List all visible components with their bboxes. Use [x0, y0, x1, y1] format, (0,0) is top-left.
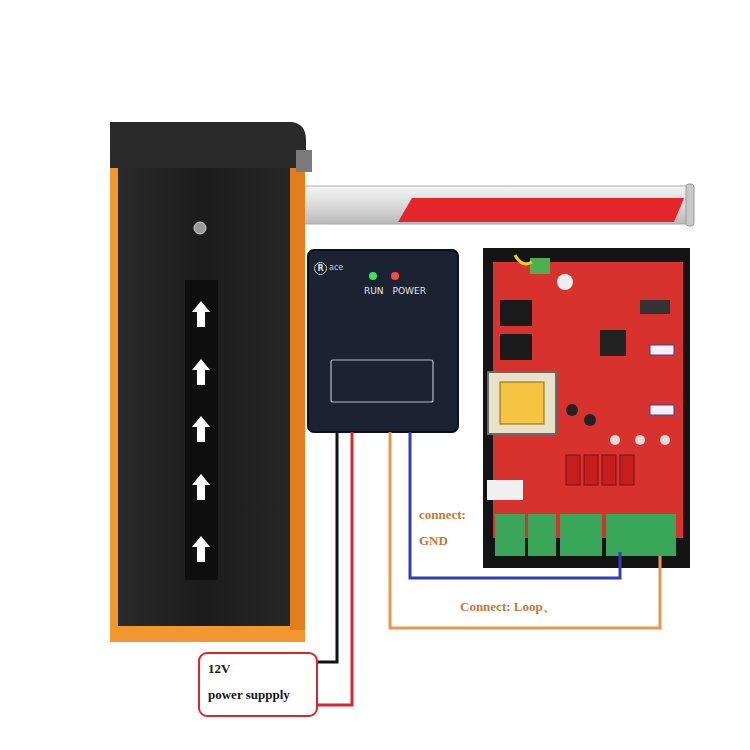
component — [650, 405, 674, 415]
boom-mount — [296, 150, 312, 172]
capacitor — [584, 414, 596, 426]
wire — [515, 255, 532, 264]
wire-label: Connect: Loop、 — [460, 594, 556, 620]
terminal-block — [495, 514, 525, 556]
terminal-block — [606, 514, 676, 556]
led-label: RUN — [364, 286, 384, 296]
loop-wire — [390, 432, 660, 628]
relay — [566, 455, 580, 485]
relay — [584, 455, 598, 485]
logo-mark: R — [314, 262, 327, 275]
button — [635, 435, 645, 445]
boom-stripe — [398, 198, 684, 222]
power-wire — [318, 432, 337, 662]
relay — [620, 455, 634, 485]
connector — [530, 258, 550, 274]
board-housing — [483, 248, 690, 568]
cabinet-side — [290, 160, 305, 630]
arrow-symbol — [192, 416, 210, 442]
arrow-symbol — [192, 536, 210, 562]
power-wire — [318, 432, 352, 705]
buzzer — [557, 274, 573, 290]
transformer — [488, 372, 556, 434]
relay — [602, 455, 616, 485]
card-reader: RUN POWER — [308, 250, 458, 432]
gnd-wire — [410, 432, 620, 578]
led-label: POWER — [393, 286, 426, 296]
reader-window — [331, 360, 433, 402]
run-led — [369, 272, 377, 280]
cabinet-body — [110, 138, 305, 642]
wire-label: connect: GND — [419, 502, 481, 554]
button — [610, 435, 620, 445]
relay — [500, 334, 532, 360]
boom-cap — [686, 184, 694, 226]
transformer-core — [500, 382, 544, 424]
power-led — [391, 272, 399, 280]
power-supply-box: 12Vpower suppply — [198, 652, 318, 717]
cabinet-top — [110, 122, 306, 168]
supply-label: power suppply — [208, 682, 306, 708]
logo-text: ace — [329, 262, 343, 273]
capacitor — [566, 404, 578, 416]
button — [660, 435, 670, 445]
door-lock — [194, 222, 206, 234]
supply-label: 12V — [208, 656, 306, 682]
arrow-symbol — [192, 359, 210, 385]
arrow-symbol — [192, 301, 210, 327]
chip — [600, 330, 626, 356]
terminal-block — [560, 514, 602, 556]
arrow-symbol — [192, 474, 210, 500]
reader-body — [308, 250, 458, 432]
terminal-block — [528, 514, 556, 556]
relay — [500, 300, 532, 326]
chip — [640, 300, 670, 314]
arrow-strip — [185, 280, 218, 580]
boom-arm — [298, 186, 688, 224]
component — [650, 345, 674, 355]
cabinet-door — [118, 166, 290, 626]
connector — [487, 480, 523, 500]
